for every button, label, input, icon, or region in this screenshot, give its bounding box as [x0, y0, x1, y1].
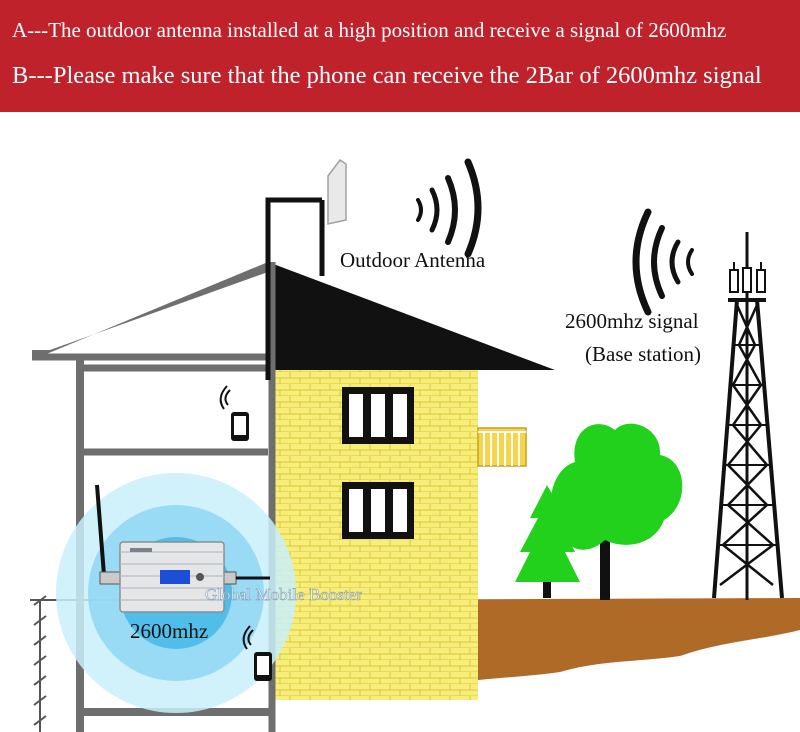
header-banner: A---The outdoor antenna installed at a h… [0, 0, 800, 112]
phone-upper-icon [219, 385, 249, 441]
balcony [477, 427, 527, 467]
label-base-station: (Base station) [585, 342, 701, 366]
watermark: Global Mobile Booster [205, 585, 362, 604]
window-upper [342, 387, 414, 444]
booster-device-icon [95, 484, 270, 613]
instruction-a: A---The outdoor antenna installed at a h… [12, 18, 727, 42]
tree-large [550, 423, 683, 600]
antenna-cable [265, 197, 322, 380]
base-station-signal-waves-icon [632, 208, 694, 316]
tree-small [515, 485, 580, 598]
outdoor-antenna-icon [327, 158, 347, 225]
label-booster-frequency: 2600mhz [130, 619, 208, 643]
phone-lower-icon [242, 625, 272, 681]
label-outdoor-antenna: Outdoor Antenna [340, 248, 486, 272]
ground-hatching [33, 595, 47, 732]
antenna-signal-waves-icon [416, 158, 482, 258]
roof [268, 262, 555, 370]
window-lower [342, 482, 414, 539]
label-signal: 2600mhz signal [565, 309, 699, 333]
instruction-b: B---Please make sure that the phone can … [12, 62, 762, 89]
cell-tower-icon [712, 232, 784, 600]
